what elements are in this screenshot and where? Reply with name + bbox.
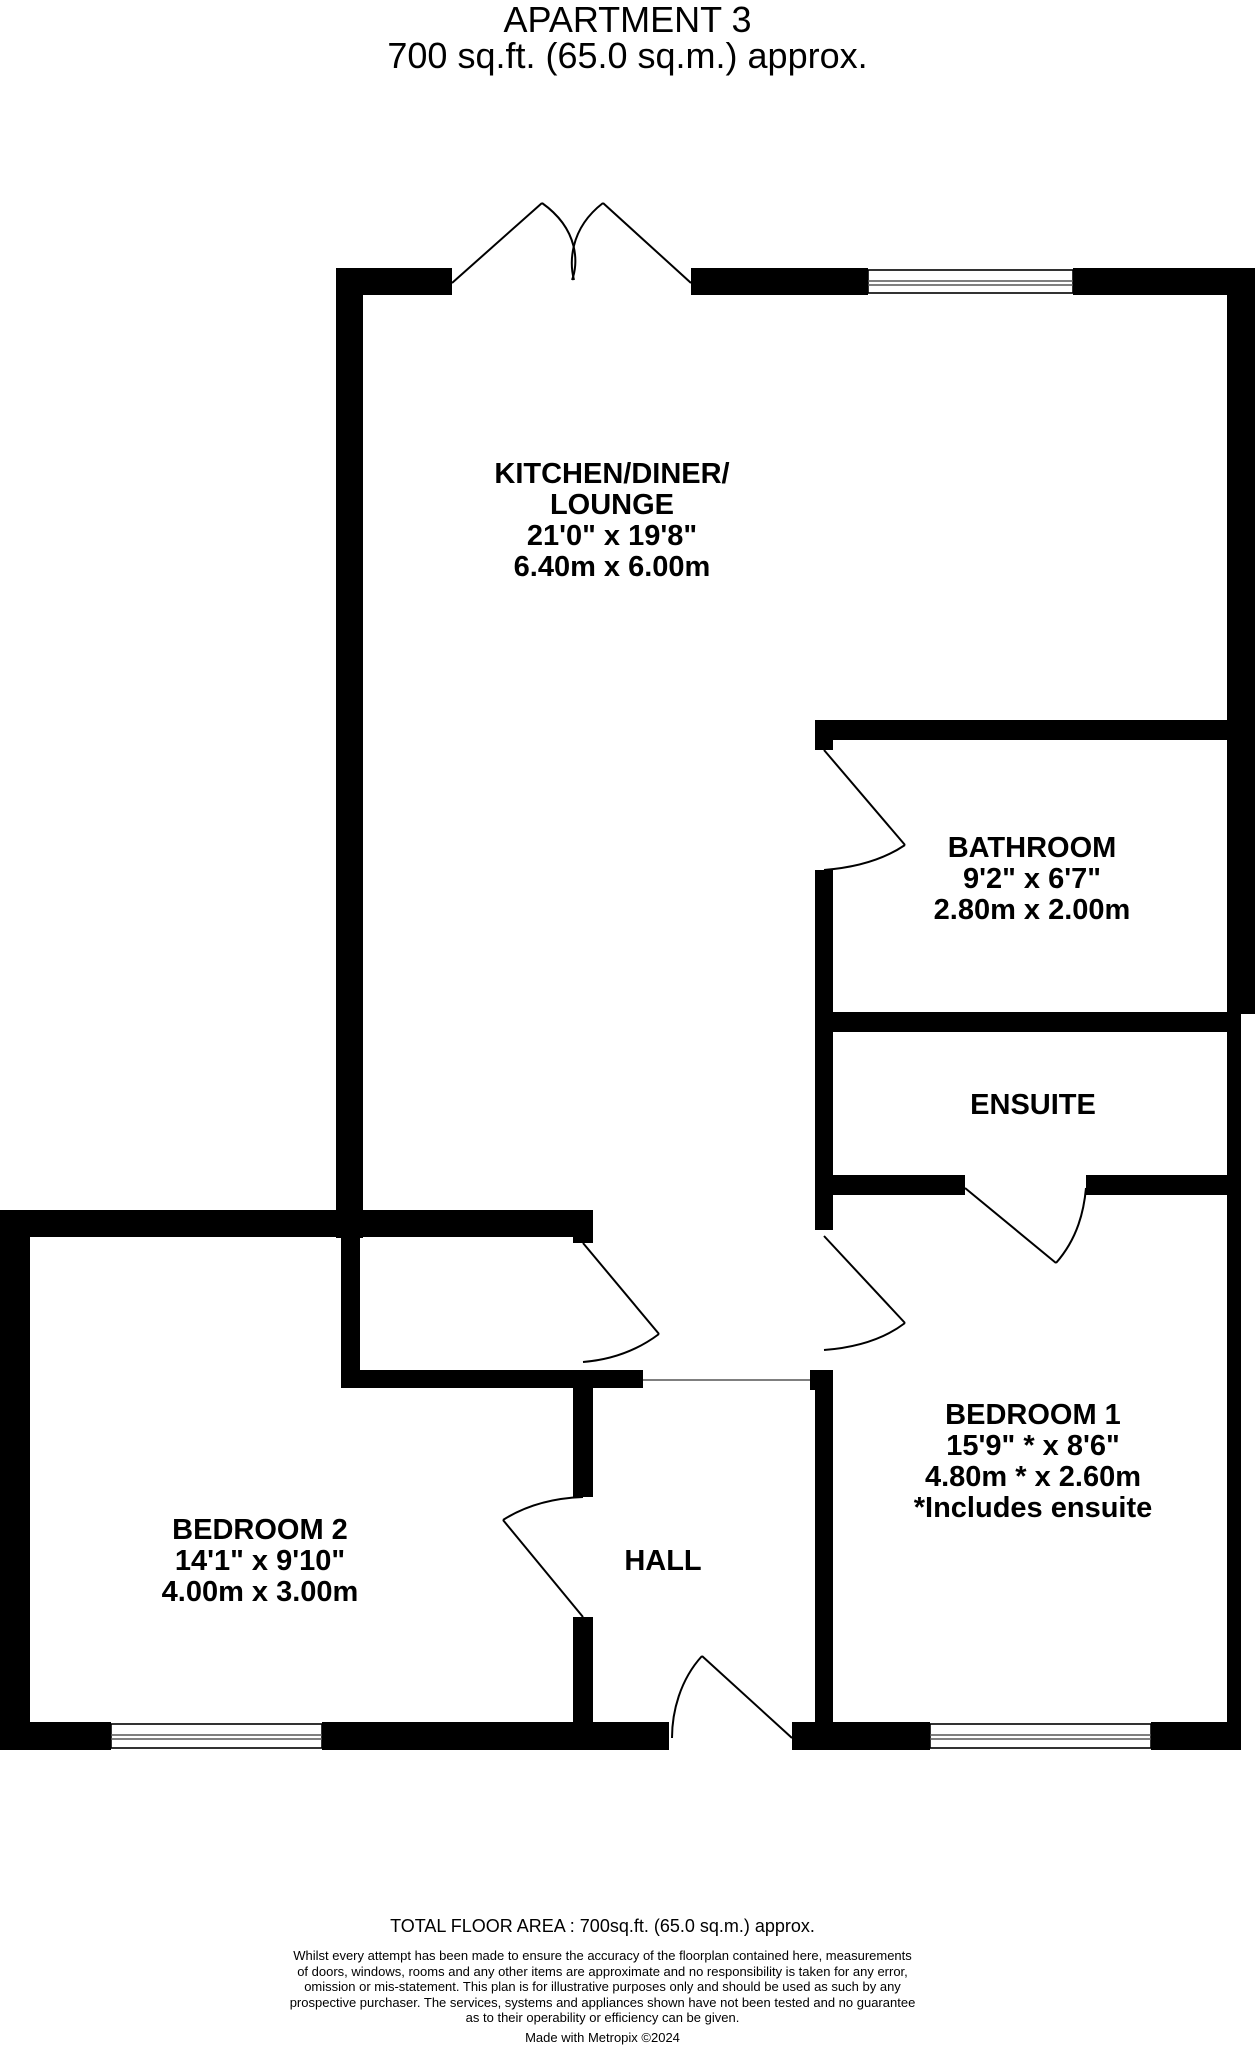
room-dimensions-metric: 4.80m * x 2.60m	[924, 1461, 1142, 1493]
room-dimensions-imperial: 21'0" x 19'8"	[526, 520, 698, 552]
credit: Made with Metropix ©2024	[525, 2030, 680, 2045]
room-dimensions-metric: 2.80m x 2.00m	[933, 894, 1131, 926]
wall-cupboard-top-stub	[573, 1213, 593, 1243]
window-bedroom1	[929, 1723, 1152, 1749]
room-name: KITCHEN/DINER/	[494, 458, 730, 490]
room-note: *Includes ensuite	[913, 1492, 1153, 1524]
wall-hall-left-upper	[573, 1370, 593, 1497]
room-dimensions-metric: 4.00m x 3.00m	[161, 1576, 359, 1608]
room-dimensions-imperial: 14'1" x 9'10"	[174, 1545, 346, 1577]
wall-ensuite-bed1-left	[815, 1175, 965, 1195]
room-name: ENSUITE	[970, 1089, 1096, 1121]
room-name: HALL	[624, 1545, 702, 1577]
wall-kitchen-left	[336, 268, 363, 1238]
wall-top-mid	[691, 268, 868, 295]
room-label-bedroom2: BEDROOM 2 14'1" x 9'10" 4.00m x 3.00m	[110, 1515, 410, 1608]
wall-bath-top	[815, 720, 1227, 740]
door-french-kitchen	[451, 202, 692, 284]
disclaimer: Whilst every attempt has been made to en…	[0, 1948, 1205, 2026]
room-name: LOUNGE	[549, 489, 675, 521]
wall-bath-left	[815, 870, 833, 1230]
windows	[110, 269, 1152, 1749]
disclaimer-line: as to their operability or efficiency ca…	[465, 2010, 740, 2026]
doors	[451, 202, 1087, 1739]
room-label-bathroom: BATHROOM 9'2" x 6'7" 2.80m x 2.00m	[882, 833, 1182, 926]
wall-hall-left-lower	[573, 1617, 593, 1735]
wall-bottom-3	[792, 1722, 930, 1750]
total-floor-area: TOTAL FLOOR AREA : 700sq.ft. (65.0 sq.m.…	[390, 1916, 815, 1936]
room-dimensions-metric: 6.40m x 6.00m	[513, 551, 711, 583]
room-name: BATHROOM	[947, 832, 1117, 864]
wall-cupboard-bottom	[341, 1370, 643, 1388]
disclaimer-line: Whilst every attempt has been made to en…	[293, 1948, 912, 1963]
disclaimer-line: of doors, windows, rooms and any other i…	[297, 1963, 908, 1979]
room-label-bedroom1: BEDROOM 1 15'9" * x 8'6" 4.80m * x 2.60m…	[873, 1400, 1193, 1524]
walls	[0, 268, 1255, 1750]
wall-cupboard-left	[341, 1230, 360, 1384]
wall-right-lower	[1227, 1014, 1241, 1750]
door-cupboard	[582, 1242, 660, 1363]
wall-bottom-4	[1151, 1722, 1241, 1750]
window-kitchen	[867, 269, 1074, 294]
room-name: BEDROOM 2	[172, 1514, 348, 1546]
room-name: BEDROOM 1	[945, 1399, 1121, 1431]
room-label-kitchen: KITCHEN/DINER/ LOUNGE 21'0" x 19'8" 6.40…	[462, 459, 762, 583]
wall-right-upper	[1227, 268, 1255, 1014]
disclaimer-line: prospective purchaser. The services, sys…	[289, 1994, 916, 2010]
room-dimensions-imperial: 15'9" * x 8'6"	[946, 1430, 1120, 1462]
wall-bed1-left	[815, 1370, 833, 1735]
wall-bath-ensuite	[815, 1012, 1241, 1032]
door-bathroom	[823, 749, 906, 871]
door-entrance	[671, 1655, 793, 1739]
door-ensuite	[964, 1187, 1087, 1264]
room-dimensions-imperial: 9'2" x 6'7"	[962, 863, 1102, 895]
room-label-ensuite: ENSUITE	[933, 1090, 1133, 1121]
plan-area: 700 sq.ft. (65.0 sq.m.) approx.	[387, 35, 868, 76]
plan-title: APARTMENT 3	[503, 0, 752, 40]
door-bedroom1	[823, 1235, 906, 1351]
room-label-hall: HALL	[583, 1546, 743, 1577]
wall-top-right	[1073, 268, 1255, 295]
wall-bottom-2	[322, 1722, 669, 1750]
window-bedroom2	[110, 1723, 323, 1749]
wall-left	[0, 1210, 30, 1750]
wall-bed2-top	[0, 1210, 593, 1237]
wall-bottom-1	[0, 1722, 111, 1750]
door-bedroom2	[502, 1496, 584, 1618]
wall-ensuite-bed1-right	[1086, 1175, 1241, 1195]
disclaimer-line: omission or mis-statement. This plan is …	[304, 1979, 901, 1995]
